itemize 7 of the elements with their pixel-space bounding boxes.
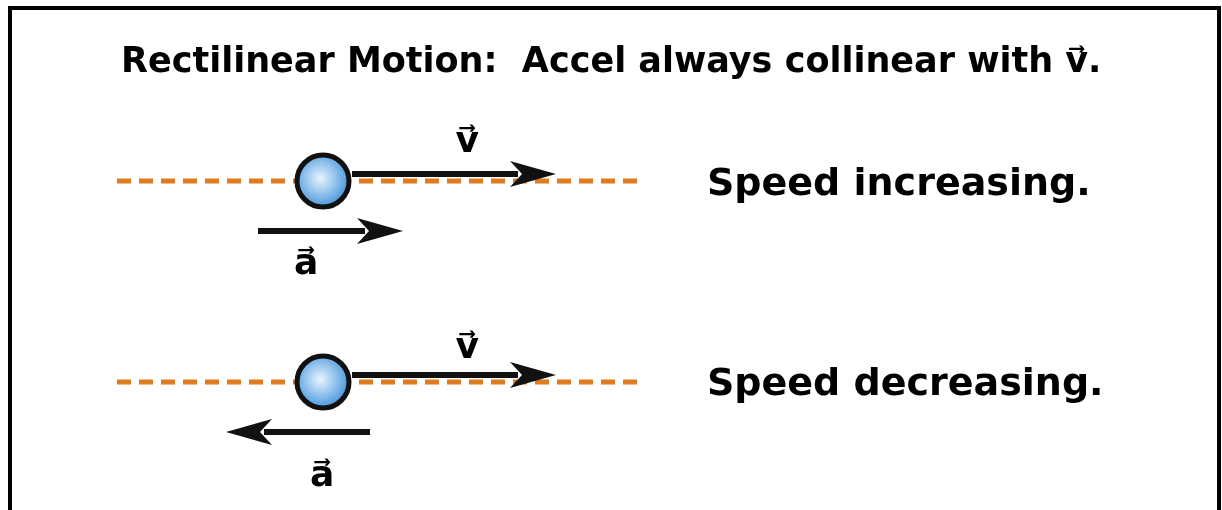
vector-label: v⃗: [455, 328, 479, 364]
vector-label: v⃗: [455, 122, 479, 158]
vector-label: a⃗: [310, 456, 335, 492]
title: Rectilinear Motion: Accel always collinear with v⃗.: [121, 42, 1102, 78]
vector-label: a⃗: [294, 244, 319, 280]
description-text: Speed decreasing.: [707, 363, 1104, 401]
description-text: Speed increasing.: [707, 163, 1091, 201]
